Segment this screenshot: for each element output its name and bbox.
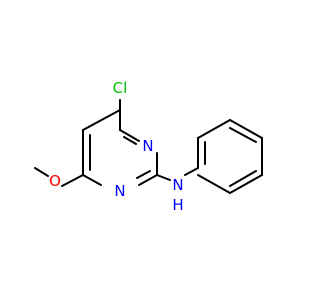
bond-o-ch3 [34, 167, 49, 177]
bond-c2-n1-inner [136, 170, 151, 179]
bond-ph-5-inner [229, 170, 257, 187]
amine-nitrogen-label: N [172, 176, 183, 194]
amine-hydrogen-label: H [172, 196, 183, 214]
bond-nh-phenyl [184, 167, 199, 176]
bond-ph-6 [197, 174, 231, 194]
ring-nitrogen-1-label: N [114, 182, 125, 200]
bond-c5-c4 [82, 109, 121, 131]
bond-c4-n3 [119, 129, 140, 142]
bond-c6-o [61, 174, 84, 187]
bond-c2-nh [156, 174, 171, 181]
atom-labels: Cl N N O N H [49, 79, 184, 214]
oxygen-atom-label: O [49, 172, 61, 190]
bond-ph-3-inner [229, 127, 257, 143]
bonds [34, 99, 263, 194]
bond-c4-n3-inner [123, 136, 137, 145]
bond-ph-5 [229, 174, 263, 194]
molecule-diagram: Cl N N O N H [34, 79, 263, 214]
bond-ph-2 [197, 119, 231, 139]
bond-c2-n1 [138, 174, 158, 186]
ring-nitrogen-3-label: N [142, 137, 153, 155]
bond-n1-c6 [82, 174, 102, 186]
chlorine-atom-label: Cl [113, 79, 128, 97]
bond-ph-3 [229, 119, 263, 139]
